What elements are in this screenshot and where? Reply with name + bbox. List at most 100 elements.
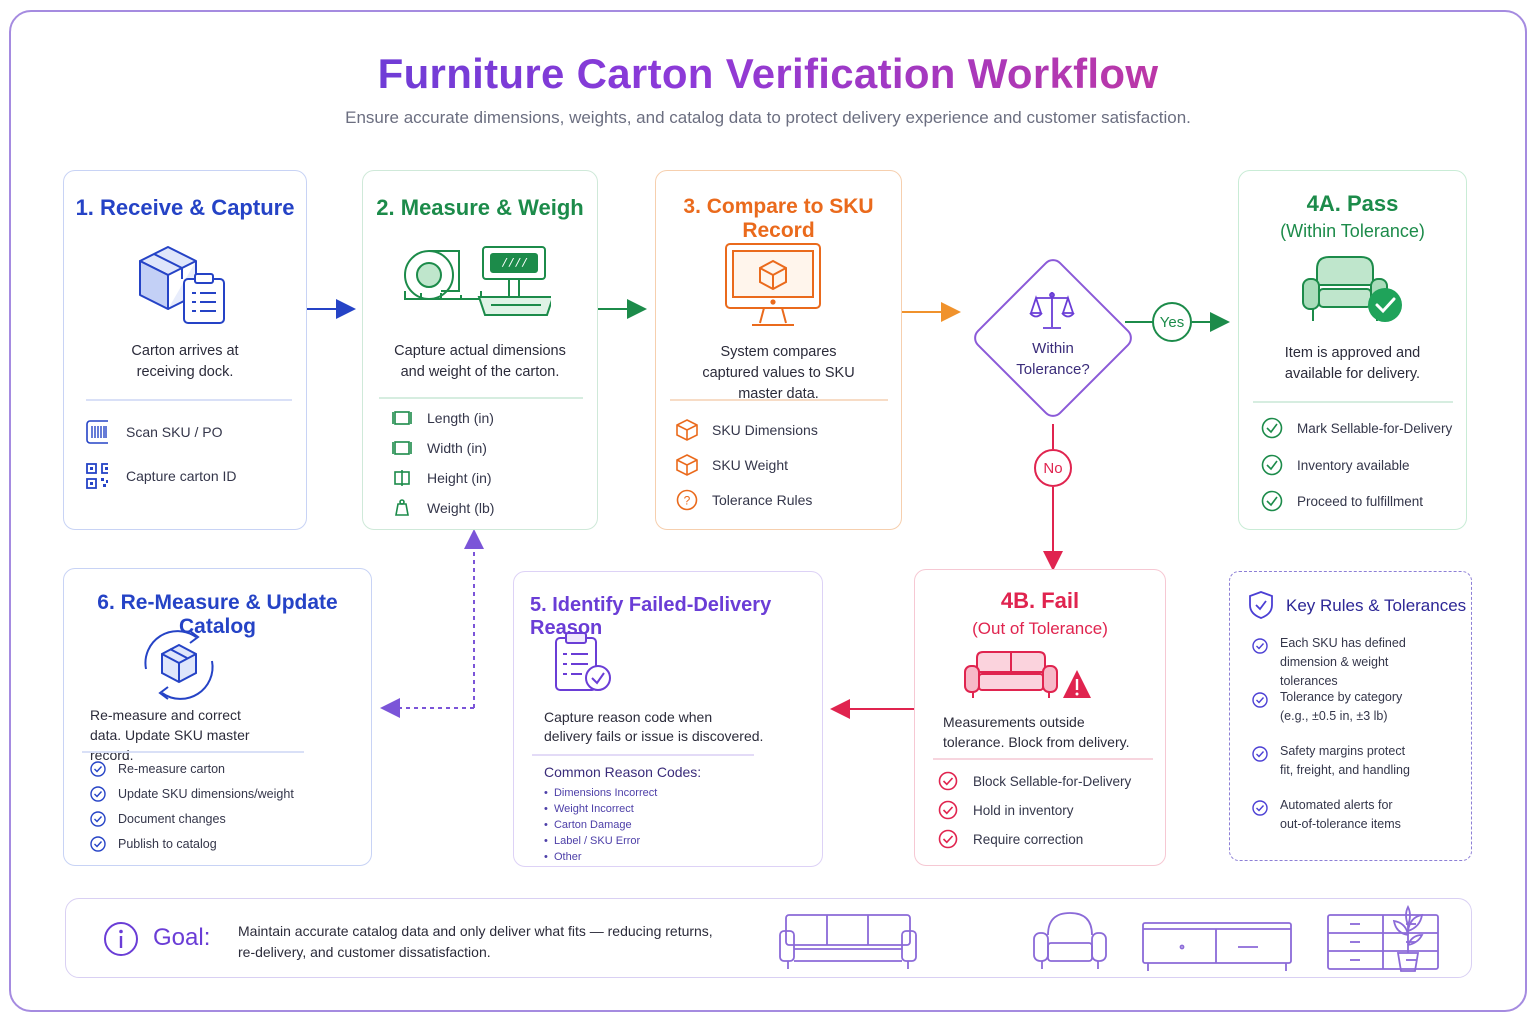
step4b-item-label: Hold in inventory — [973, 802, 1074, 818]
step6-divider — [82, 751, 304, 753]
check-circle-icon — [1252, 692, 1268, 708]
clipboard-check-icon — [555, 632, 611, 691]
step6-description: Re-measure and correct data. Update SKU … — [90, 707, 250, 763]
check-circle-icon — [90, 761, 106, 777]
step1-item-label: Scan SKU / PO — [126, 424, 223, 440]
step1-description: Carton arrives at receiving dock. — [131, 343, 239, 380]
step6-item-label: Document changes — [118, 812, 226, 826]
step1-item-scan: Scan SKU / PO — [86, 420, 223, 444]
step4a-title: 4A. Pass (Within Tolerance) — [1239, 191, 1466, 244]
step4b-item-block: Block Sellable-for-Delivery — [937, 770, 1131, 792]
scale-display-text: //// — [501, 256, 529, 269]
check-circle-icon — [90, 811, 106, 827]
reason-code-label: Label / SKU Error — [553, 835, 641, 847]
reason-code-item: • Weight Incorrect — [544, 803, 634, 815]
step2-item-label: Width (in) — [427, 440, 487, 456]
step2-title: 2. Measure & Weigh — [376, 195, 584, 220]
check-circle-icon — [1252, 638, 1268, 654]
cube-icon — [676, 454, 698, 476]
dimension-height-icon — [391, 467, 413, 489]
svg-text:?: ? — [684, 494, 691, 508]
step2-card: 2. Measure & Weigh //// Capture actual d… — [362, 170, 598, 530]
rule-item: Automated alerts for out-of-tolerance it… — [1252, 796, 1410, 834]
step4b-divider — [933, 758, 1153, 760]
step6-title: 6. Re-Measure & Update Catalog — [97, 591, 338, 638]
step5-card: 5. Identify Failed-Delivery Reason Captu… — [513, 571, 823, 867]
step2-item-width: Width (in) — [391, 437, 487, 459]
step3-card: 3. Compare to SKU Record System compares… — [655, 170, 902, 530]
step4b-title-main: 4B. Fail — [1000, 588, 1080, 613]
step6-card: 6. Re-Measure & Update Catalog Re-measur… — [63, 568, 372, 866]
step5-description: Capture reason code when delivery fails … — [544, 709, 764, 744]
step4b-card: 4B. Fail (Out of Tolerance) Measurements… — [914, 569, 1166, 866]
armchair-icon — [1033, 912, 1107, 969]
check-circle-icon — [1261, 454, 1283, 476]
step6-item-label: Publish to catalog — [118, 837, 217, 851]
step6-item-document: Document changes — [90, 811, 226, 827]
rule-item-label: Automated alerts for out-of-tolerance it… — [1280, 798, 1401, 831]
step4a-title-main: 4A. Pass — [1306, 191, 1399, 216]
step4a-item-fulfillment: Proceed to fulfillment — [1261, 490, 1423, 512]
step4a-item-inventory: Inventory available — [1261, 454, 1410, 476]
decision-label: Within Tolerance? — [1016, 340, 1090, 378]
refresh-box-icon — [144, 630, 214, 700]
step2-item-height: Height (in) — [391, 467, 492, 489]
step2-item-label: Height (in) — [427, 470, 492, 486]
yes-label: Yes — [1159, 314, 1185, 331]
step4a-item-label: Mark Sellable-for-Delivery — [1297, 420, 1453, 436]
check-circle-icon — [1261, 417, 1283, 439]
rule-item-label: Each SKU has defined dimension & weight … — [1280, 636, 1406, 688]
step4a-item-label: Proceed to fulfillment — [1297, 493, 1424, 509]
qr-code-icon — [86, 463, 108, 489]
box-clipboard-icon — [139, 246, 225, 324]
check-circle-icon — [90, 786, 106, 802]
step1-item-carton-id: Capture carton ID — [86, 463, 237, 489]
x-circle-icon — [937, 770, 959, 792]
step3-divider — [670, 399, 888, 401]
key-rules-card: Key Rules & Tolerances Each SKU has defi… — [1229, 571, 1472, 861]
step4a-divider — [1253, 401, 1453, 403]
step2-description: Capture actual dimensions and weight of … — [394, 343, 566, 380]
step2-item-length: Length (in) — [391, 407, 494, 429]
check-circle-icon — [1252, 746, 1268, 762]
check-circle-icon — [1261, 490, 1283, 512]
info-icon — [103, 921, 139, 962]
step1-card: 1. Receive & Capture Carton arrives at r… — [63, 170, 307, 530]
reason-code-label: Carton Damage — [553, 819, 632, 831]
step4a-description: Item is approved and available for deliv… — [1284, 345, 1421, 382]
rule-item-label: Safety margins protect fit, freight, and… — [1280, 744, 1410, 777]
step3-item-label: SKU Dimensions — [712, 422, 818, 438]
step4b-item-hold: Hold in inventory — [937, 799, 1074, 821]
rule-item-label: Tolerance by category (e.g., ±0.5 in, ±3… — [1280, 690, 1403, 723]
reason-code-label: Dimensions Incorrect — [553, 787, 658, 799]
step3-item-dimensions: SKU Dimensions — [676, 419, 818, 441]
step4a-item-sellable: Mark Sellable-for-Delivery — [1261, 417, 1452, 439]
step2-item-weight: Weight (lb) — [391, 497, 494, 519]
step3-description: System compares captured values to SKU m… — [702, 344, 855, 402]
step1-title: 1. Receive & Capture — [75, 195, 295, 220]
check-circle-icon — [1252, 800, 1268, 816]
step6-item-update: Update SKU dimensions/weight — [90, 786, 294, 802]
reason-code-item: • Dimensions Incorrect — [544, 787, 658, 799]
goal-label: Goal: — [153, 924, 211, 951]
step5-divider — [532, 754, 754, 756]
goal-text: Maintain accurate catalog data and only … — [238, 923, 713, 960]
reason-code-item: • Label / SKU Error — [544, 835, 641, 847]
step5-codes-title: Common Reason Codes: — [544, 764, 702, 780]
furniture-illustrations — [779, 912, 1439, 971]
page-title: Furniture Carton Verification Workflow — [0, 50, 1536, 98]
key-rules-title: Key Rules & Tolerances — [1286, 596, 1467, 615]
monitor-box-icon — [725, 243, 821, 326]
check-circle-icon — [937, 799, 959, 821]
step2-divider — [379, 397, 583, 399]
rule-item: Tolerance by category (e.g., ±0.5 in, ±3… — [1252, 688, 1410, 726]
rule-item: Safety margins protect fit, freight, and… — [1252, 742, 1420, 780]
step3-item-label: SKU Weight — [712, 457, 788, 473]
no-label: No — [1043, 460, 1063, 477]
reason-code-item: • Other — [544, 851, 582, 863]
step3-item-tolerance: ? Tolerance Rules — [676, 489, 812, 511]
rule-item: Each SKU has defined dimension & weight … — [1252, 634, 1440, 691]
step3-item-weight: SKU Weight — [676, 454, 788, 476]
reason-code-label: Other — [553, 851, 582, 863]
step6-item-label: Update SKU dimensions/weight — [118, 787, 294, 801]
